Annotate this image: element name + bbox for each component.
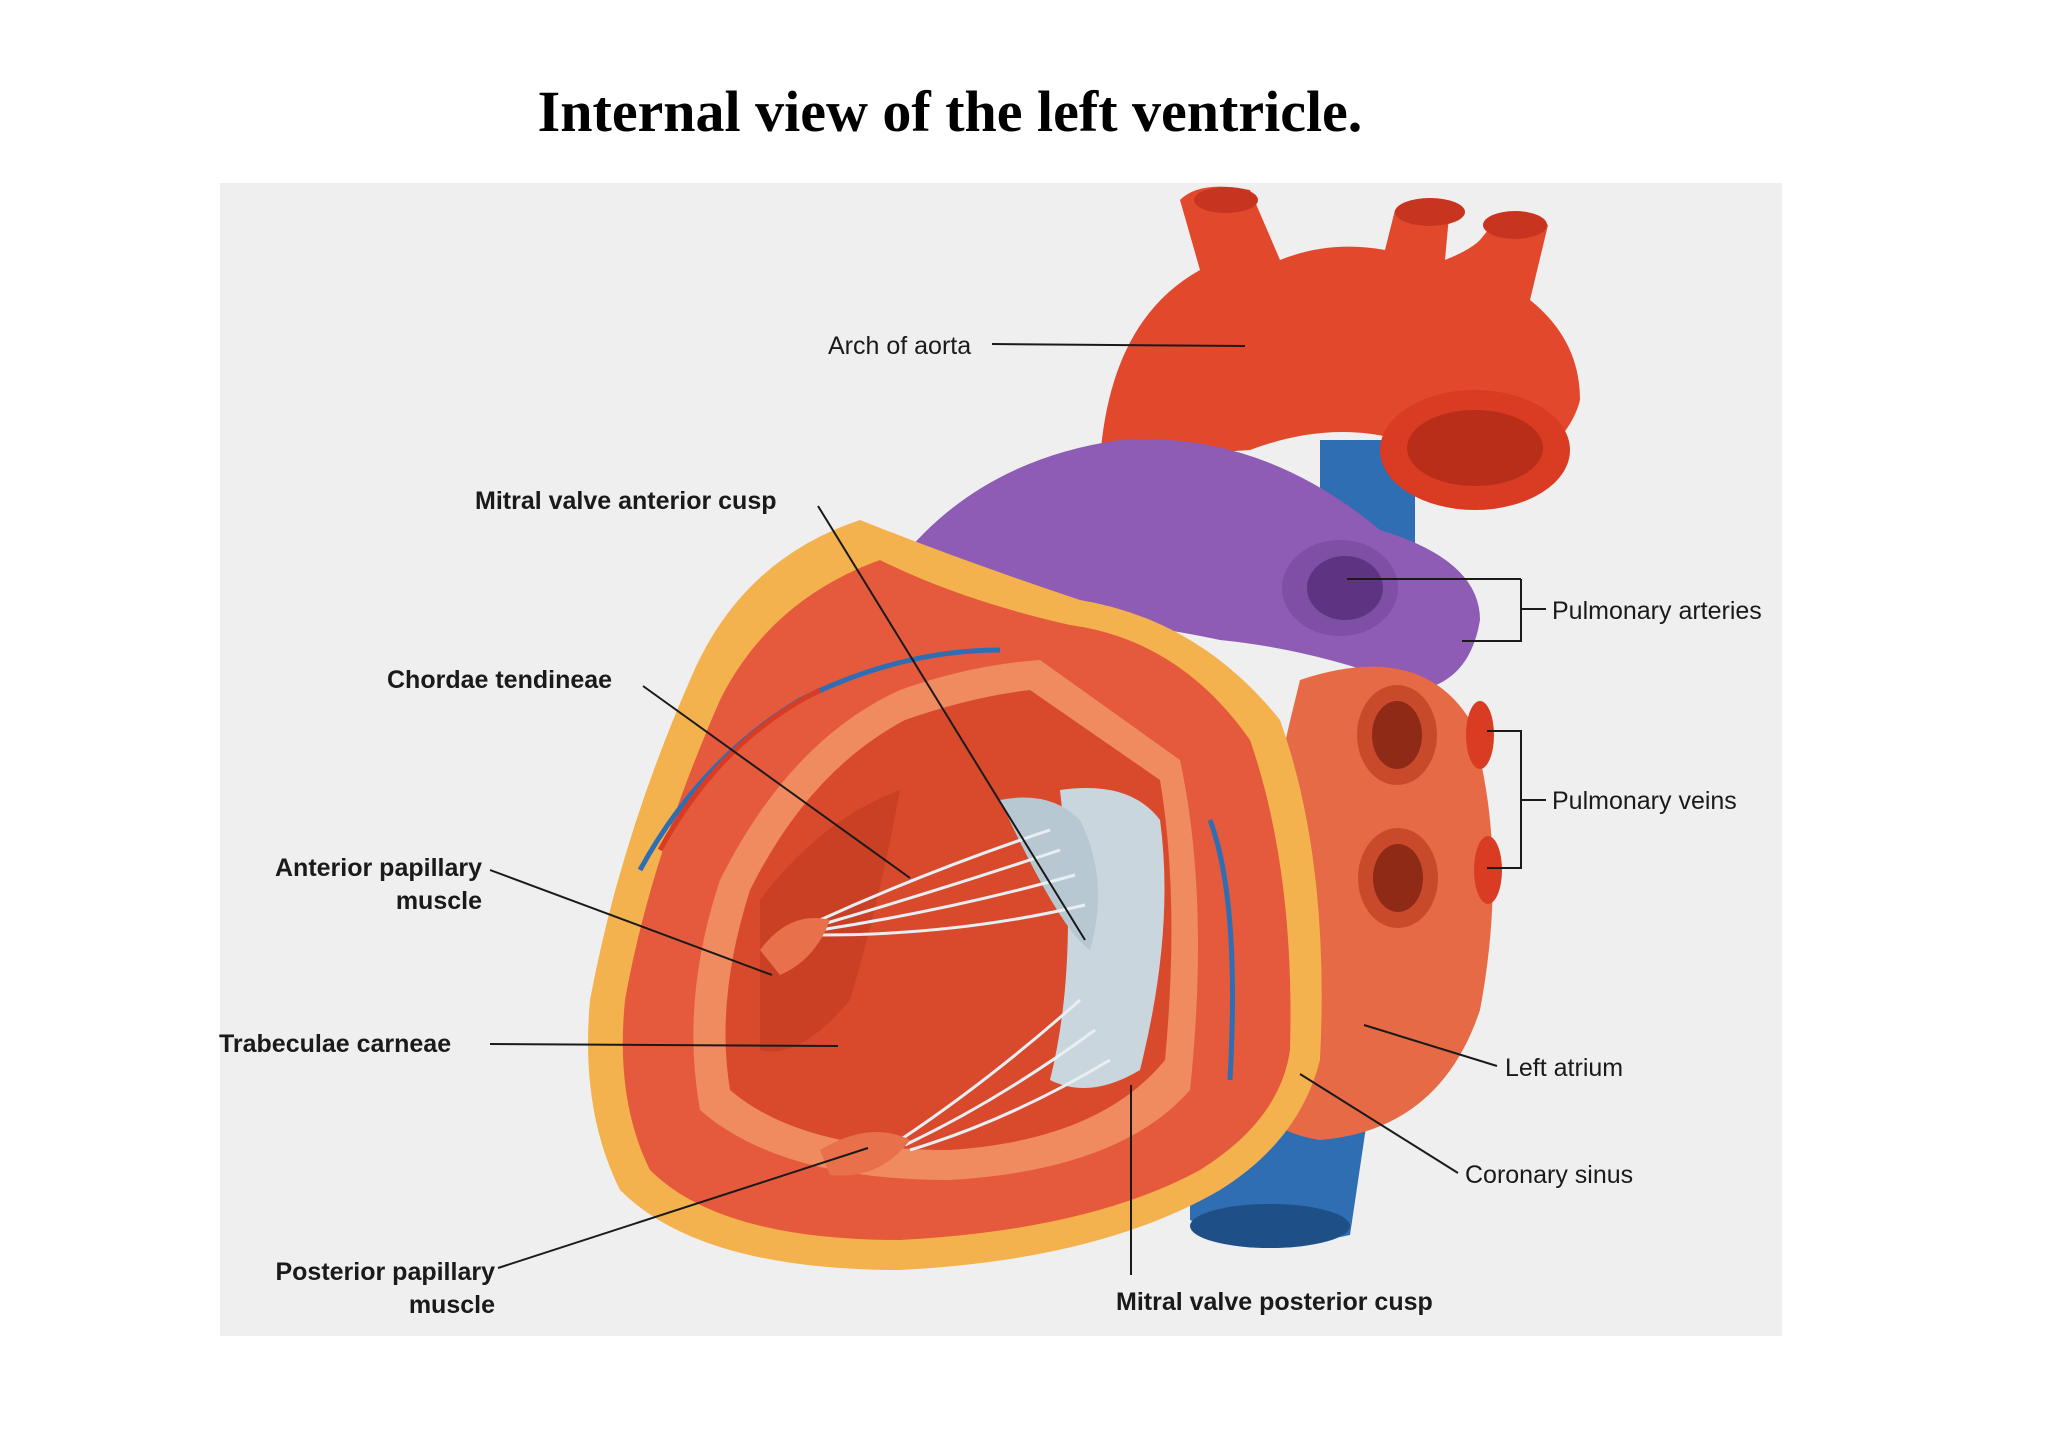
label-anterior-papillary-1: Anterior papillary [275, 854, 482, 882]
label-posterior-papillary-1: Posterior papillary [275, 1258, 495, 1286]
aorta-arch [1100, 186, 1580, 510]
label-pulmonary-veins: Pulmonary veins [1552, 787, 1737, 815]
label-left-atrium: Left atrium [1505, 1054, 1623, 1082]
label-posterior-papillary-2: muscle [409, 1291, 495, 1319]
label-mitral-posterior-cusp: Mitral valve posterior cusp [1116, 1288, 1433, 1316]
label-mitral-anterior-cusp: Mitral valve anterior cusp [475, 487, 777, 515]
page-title: Internal view of the left ventricle. [537, 79, 1363, 144]
leader-lines [489, 343, 1546, 1275]
label-pulmonary-arteries: Pulmonary arteries [1552, 597, 1762, 625]
label-trabeculae-carneae: Trabeculae carneae [219, 1030, 451, 1058]
chordae-strands [819, 828, 1111, 1152]
mitral-valve [1000, 788, 1165, 1088]
label-coronary-sinus: Coronary sinus [1465, 1161, 1633, 1189]
label-anterior-papillary-2: muscle [396, 887, 482, 915]
label-chordae-tendineae: Chordae tendineae [387, 666, 612, 694]
coronary-vessels [637, 647, 1235, 1081]
label-arch-of-aorta: Arch of aorta [828, 332, 971, 360]
pulmonary-trunk [900, 439, 1480, 690]
papillary-muscles [760, 918, 910, 1176]
